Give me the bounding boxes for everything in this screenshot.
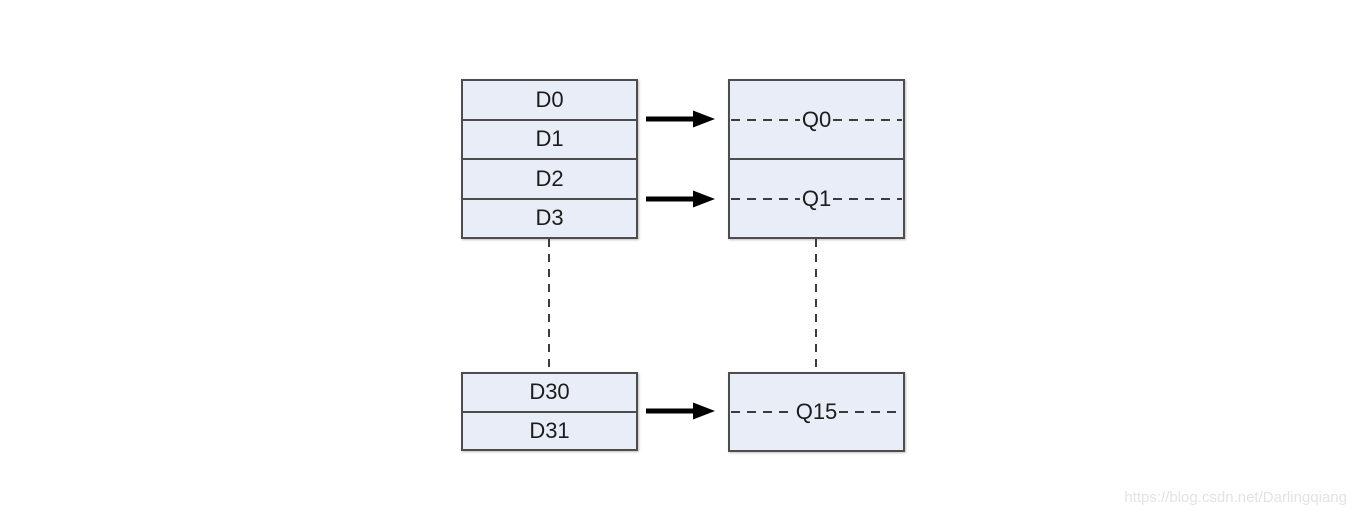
d-cell: D0 [463, 81, 636, 119]
arrow-icon-q0 [646, 110, 715, 128]
d-cell-label: D2 [535, 165, 564, 191]
d-box-bottom: D30 D31 [461, 372, 638, 451]
dashed-line [731, 118, 800, 121]
d-cell: D3 [463, 197, 636, 238]
d-box-top: D0 D1 D2 D3 [461, 79, 638, 239]
d-cell: D30 [463, 374, 636, 411]
q-cell: Q15 [730, 374, 903, 450]
q-cell-label: Q0 [801, 106, 832, 132]
q-box-bottom: Q15 [728, 372, 905, 452]
q-cell-label: Q15 [795, 399, 838, 424]
dashed-line [731, 411, 794, 413]
d-cell-label: D30 [529, 379, 570, 405]
arrow-icon-q15 [646, 402, 715, 420]
q-cell: Q1 [730, 158, 903, 237]
d-cell-label: D31 [529, 417, 570, 443]
arrow-icon-q1 [646, 190, 715, 208]
d-cell: D2 [463, 158, 636, 198]
q-cell-label: Q1 [801, 185, 832, 211]
d-cell: D31 [463, 410, 636, 450]
d-cell-label: D1 [535, 126, 564, 152]
q-cell: Q0 [730, 81, 903, 158]
continuation-dashed-line-left [548, 239, 550, 372]
dashed-line [833, 118, 903, 121]
dashed-line [833, 197, 903, 200]
continuation-dashed-line-right [815, 239, 817, 372]
dashed-line [839, 411, 902, 413]
dashed-line [731, 197, 800, 200]
d-cell-label: D0 [535, 86, 564, 112]
watermark: https://blog.csdn.net/Darlingqiang [1124, 489, 1347, 506]
d-cell: D1 [463, 118, 636, 159]
q-box-top: Q0 Q1 [728, 79, 905, 239]
d-cell-label: D3 [535, 205, 564, 231]
